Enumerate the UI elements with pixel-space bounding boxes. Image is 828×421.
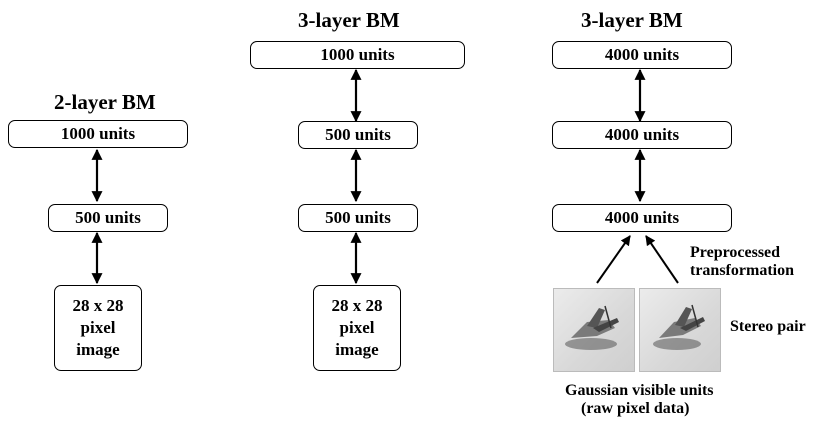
p1-hidden-layer: 500 units bbox=[48, 204, 168, 232]
p1-title: 2-layer BM bbox=[54, 90, 156, 114]
p1-input-image: 28 x 28 pixel image bbox=[54, 285, 142, 371]
p3-arrow-right-image bbox=[645, 235, 679, 284]
p3-title: 3-layer BM bbox=[581, 8, 683, 32]
p2-middle-layer: 500 units bbox=[298, 121, 418, 149]
stereo-right-figure bbox=[653, 304, 705, 350]
p3-middle-layer: 4000 units bbox=[552, 121, 732, 149]
p3-visible-line-2: (raw pixel data) bbox=[581, 400, 690, 417]
p2-input-image: 28 x 28 pixel image bbox=[313, 285, 401, 371]
p2-input-line-2: pixel bbox=[339, 318, 375, 337]
p2-title: 3-layer BM bbox=[298, 8, 400, 32]
p1-input-line-1: 28 x 28 bbox=[72, 296, 124, 315]
p2-top-layer: 1000 units bbox=[250, 41, 465, 69]
p3-transform-line-2: transformation bbox=[690, 262, 794, 279]
p3-transform-line-1: Preprocessed bbox=[690, 244, 781, 261]
p3-stereo-label: Stereo pair bbox=[730, 318, 806, 335]
p3-arrow-left-image bbox=[596, 235, 631, 284]
p1-input-line-2: pixel bbox=[80, 318, 116, 337]
p1-top-layer: 1000 units bbox=[8, 120, 188, 148]
stereo-right-image bbox=[639, 288, 721, 372]
p2-input-line-3: image bbox=[335, 340, 379, 359]
stereo-left-figure bbox=[565, 305, 619, 350]
p3-top-layer: 4000 units bbox=[552, 41, 732, 69]
stereo-left-image bbox=[553, 288, 635, 372]
p1-input-line-3: image bbox=[76, 340, 120, 359]
p3-visible-label: Gaussian visible units (raw pixel data) bbox=[565, 382, 714, 418]
p3-transform-label: Preprocessed transformation bbox=[690, 244, 794, 280]
p3-bottom-layer: 4000 units bbox=[552, 204, 732, 232]
p2-bottom-layer: 500 units bbox=[298, 204, 418, 232]
p2-input-line-1: 28 x 28 bbox=[331, 296, 383, 315]
p3-visible-line-1: Gaussian visible units bbox=[565, 382, 714, 399]
